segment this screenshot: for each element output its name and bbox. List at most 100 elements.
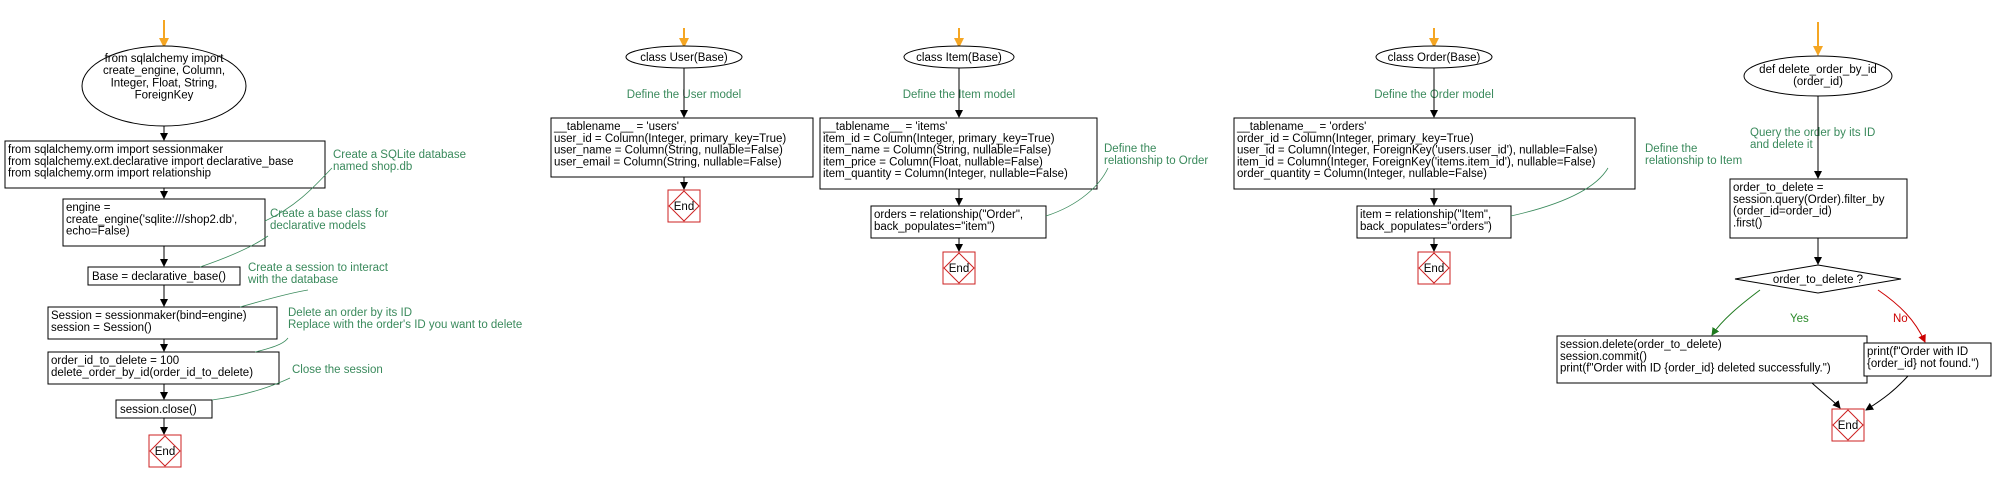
fn-decision-text: order_to_delete ? bbox=[1773, 274, 1863, 286]
close-text: session.close() bbox=[120, 404, 197, 416]
text-line: {order_id} not found.") bbox=[1867, 358, 1979, 370]
text-line: user_id = Column(Integer, primary_key=Tr… bbox=[554, 133, 786, 145]
text-line: __tablename__ = 'users' bbox=[553, 121, 679, 133]
note-connector bbox=[239, 289, 309, 308]
fn-query-text: order_to_delete =session.query(Order).fi… bbox=[1733, 182, 1885, 229]
user-body-box bbox=[550, 117, 814, 178]
fn-yes-text: session.delete(order_to_delete)session.c… bbox=[1560, 339, 1831, 375]
item-body-text: __tablename__ = 'items'item_id = Column(… bbox=[822, 121, 1068, 180]
edge bbox=[1811, 382, 1841, 409]
text-line: declarative models bbox=[270, 220, 366, 232]
text-line: ForeignKey bbox=[135, 90, 194, 102]
text-line: .first() bbox=[1733, 217, 1763, 229]
text-line: Close the session bbox=[292, 364, 383, 376]
text-line: from sqlalchemy.orm import sessionmaker bbox=[8, 144, 223, 156]
edge bbox=[1865, 375, 1909, 411]
text-line: session.commit() bbox=[1560, 351, 1647, 363]
text-line: def delete_order_by_id bbox=[1759, 64, 1877, 76]
text-line: class Order(Base) bbox=[1388, 52, 1481, 64]
user-model-flow: class User(Base) Define the User model _… bbox=[550, 28, 814, 223]
text-line: __tablename__ = 'items' bbox=[822, 121, 947, 133]
text-line: session.query(Order).filter_by bbox=[1733, 194, 1885, 206]
text-line: item_id = Column(Integer, primary_key=Tr… bbox=[823, 133, 1055, 145]
note-connector bbox=[1510, 167, 1609, 217]
order-model-flow: class Order(Base) Define the Order model… bbox=[1233, 28, 1742, 285]
yes-edge bbox=[1711, 289, 1761, 336]
function-flow: def delete_order_by_id(order_id) Query t… bbox=[1556, 22, 1992, 442]
text-line: session.delete(order_to_delete) bbox=[1560, 339, 1722, 351]
text-line: user_id = Column(Integer, ForeignKey('us… bbox=[1237, 145, 1598, 157]
user-end-node: End bbox=[667, 189, 701, 223]
session-box bbox=[47, 306, 278, 340]
order-rel-text: item = relationship("Item",back_populate… bbox=[1360, 209, 1492, 233]
fn-start-text: def delete_order_by_id(order_id) bbox=[1759, 64, 1877, 88]
text-line: item_name = Column(String, nullable=Fals… bbox=[823, 145, 1051, 157]
text-line: from sqlalchemy import bbox=[105, 53, 225, 65]
order-body-text: __tablename__ = 'orders'order_id = Colum… bbox=[1236, 121, 1598, 180]
item-model-flow: class Item(Base) Define the Item model _… bbox=[819, 28, 1208, 285]
text-line: relationship to Order bbox=[1104, 155, 1208, 167]
text-line: session.close() bbox=[120, 404, 197, 416]
text-line: Create a SQLite database bbox=[333, 149, 466, 161]
text-line: order_quantity = Column(Integer, nullabl… bbox=[1237, 168, 1487, 180]
item-start-text: class Item(Base) bbox=[916, 52, 1002, 64]
text-line: named shop.db bbox=[333, 161, 412, 173]
fn-query-box bbox=[1729, 178, 1908, 239]
text-line: relationship to Item bbox=[1645, 155, 1742, 167]
no-edge bbox=[1877, 289, 1926, 343]
text-line: Query the order by its ID bbox=[1750, 127, 1875, 139]
text-line: item_quantity = Column(Integer, nullable… bbox=[823, 168, 1068, 180]
main-end-label: End bbox=[155, 446, 175, 458]
text-line: order_id_to_delete = 100 bbox=[51, 355, 179, 367]
text-line: (order_id=order_id) bbox=[1733, 206, 1832, 218]
text-line: session = Session() bbox=[51, 322, 152, 334]
item-end-label: End bbox=[949, 263, 969, 275]
engine-text: engine =create_engine('sqlite:///shop2.d… bbox=[66, 202, 237, 238]
text-line: Session = sessionmaker(bind=engine) bbox=[51, 310, 247, 322]
text-line: order_id = Column(Integer, primary_key=T… bbox=[1237, 133, 1474, 145]
user-body-text: __tablename__ = 'users'user_id = Column(… bbox=[553, 121, 786, 168]
text-line: with the database bbox=[247, 274, 338, 286]
text-line: back_populates="orders") bbox=[1360, 221, 1492, 233]
fn-no-box bbox=[1863, 342, 1992, 377]
fn-decision-node bbox=[1734, 264, 1902, 294]
session-text: Session = sessionmaker(bind=engine)sessi… bbox=[51, 310, 247, 334]
order-rel-box bbox=[1356, 205, 1512, 239]
order-end-node: End bbox=[1417, 251, 1451, 285]
item-rel-text: orders = relationship("Order",back_popul… bbox=[874, 209, 1023, 233]
text-line: item_price = Column(Float, nullable=Fals… bbox=[823, 156, 1043, 168]
text-line: echo=False) bbox=[66, 226, 130, 238]
text-line: from sqlalchemy.orm import relationship bbox=[8, 168, 211, 180]
text-line: item = relationship("Item", bbox=[1360, 209, 1491, 221]
no-label: No bbox=[1893, 313, 1908, 325]
fn-end-label: End bbox=[1838, 420, 1858, 432]
text-line: print(f"Order with ID bbox=[1867, 346, 1968, 358]
item-body-box bbox=[819, 117, 1098, 190]
note-connector bbox=[211, 377, 291, 401]
fn-end-node: End bbox=[1831, 408, 1865, 442]
text-line: order_to_delete = bbox=[1733, 182, 1824, 194]
imports-text: from sqlalchemy.orm import sessionmaker f… bbox=[8, 144, 294, 180]
base-text: Base = declarative_base() bbox=[92, 271, 226, 283]
text-line: class User(Base) bbox=[640, 52, 728, 64]
order-end-label: End bbox=[1424, 263, 1444, 275]
text-line: class Item(Base) bbox=[916, 52, 1002, 64]
fn-no-text: print(f"Order with ID{order_id} not foun… bbox=[1867, 346, 1979, 370]
text-line: Base = declarative_base() bbox=[92, 271, 226, 283]
order-body-box bbox=[1233, 117, 1636, 190]
item-rel-box bbox=[870, 205, 1047, 239]
order-start-text: class Order(Base) bbox=[1388, 52, 1481, 64]
text-line: print(f"Order with ID {order_id} deleted… bbox=[1560, 363, 1831, 375]
text-line: item_id = Column(Integer, ForeignKey('it… bbox=[1237, 156, 1596, 168]
text-line: Delete an order by its ID bbox=[288, 307, 412, 319]
note-connector bbox=[254, 337, 289, 353]
note-connector bbox=[199, 235, 269, 268]
